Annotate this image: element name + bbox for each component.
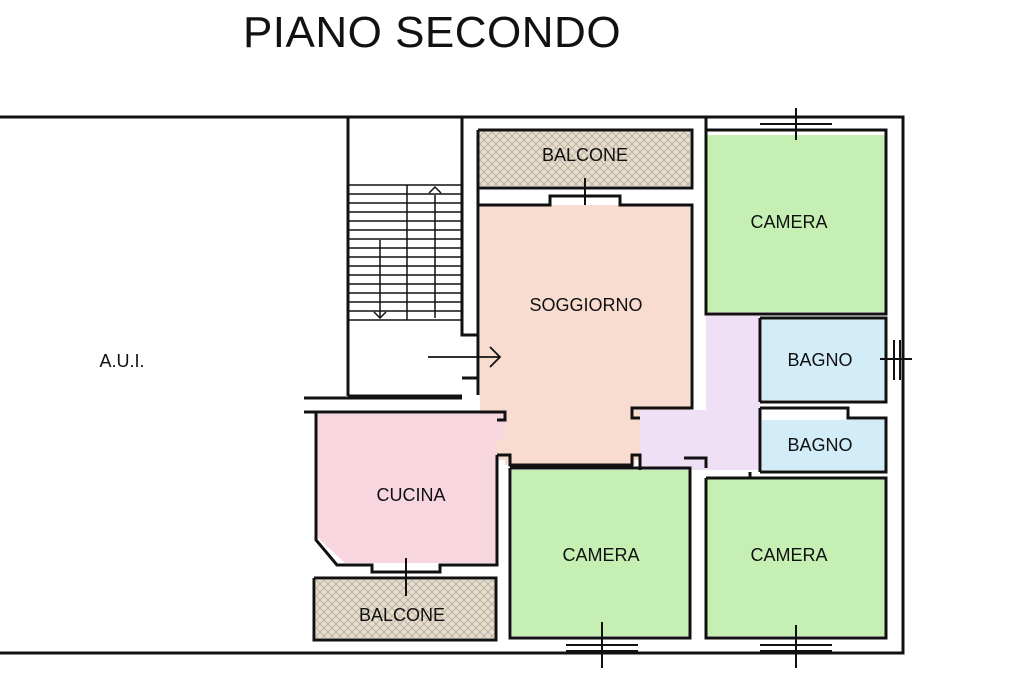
bagno-lower-area [762, 420, 886, 470]
label-camera-top-right: CAMERA [750, 212, 827, 232]
window-marks [405, 108, 912, 668]
camera-top-right-area [706, 135, 886, 312]
label-soggiorno: SOGGIORNO [529, 295, 642, 315]
entrance-arrow-icon [428, 346, 502, 368]
cucina-area [316, 414, 505, 563]
soggiorno-area-ext [505, 405, 635, 465]
floor-title: PIANO SECONDO [242, 8, 622, 57]
label-balcone-top: BALCONE [542, 145, 628, 165]
label-camera-bottom-right: CAMERA [750, 545, 827, 565]
label-balcone-bottom: BALCONE [359, 605, 445, 625]
label-cucina: CUCINA [376, 485, 445, 505]
camera-bottom-mid-area [512, 470, 690, 636]
label-bagno-upper: BAGNO [787, 350, 852, 370]
label-aui: A.U.I. [99, 351, 144, 371]
camera-bottom-right-area [706, 478, 886, 636]
bagno-upper-area [762, 318, 886, 400]
staircase [348, 184, 462, 321]
label-camera-bottom-mid: CAMERA [562, 545, 639, 565]
label-bagno-lower: BAGNO [787, 435, 852, 455]
disimpegno-area [640, 315, 760, 470]
balcone-top-area [479, 130, 690, 186]
